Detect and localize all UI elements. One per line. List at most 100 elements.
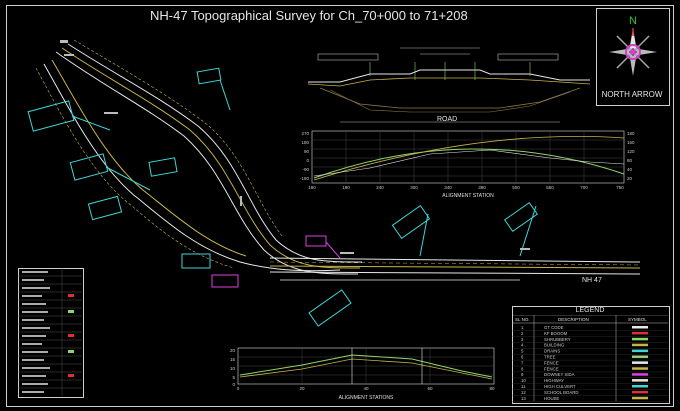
north-arrow-icon: N <box>609 15 657 76</box>
legend-row-number: 11 <box>521 384 526 389</box>
p2-xtick: 20 <box>299 386 305 391</box>
road-label-nh47: NH 47 <box>582 277 602 284</box>
north-arrow-box <box>596 8 670 106</box>
legend-header-desc: DESCRIPTION <box>558 317 589 322</box>
north-arrow-label: NORTH ARROW <box>601 90 663 99</box>
legend-row-number: 8 <box>521 366 524 371</box>
north-letter: N <box>629 15 637 27</box>
p2-ytick: 0 <box>232 382 235 387</box>
legend-header-no: SL NO. <box>515 317 530 322</box>
legend-row-number: 12 <box>521 390 526 395</box>
road-northwest-branch <box>55 39 363 275</box>
symbol-index-rows <box>18 268 82 396</box>
legend-row-symbol <box>632 337 648 341</box>
legend-row-number: 6 <box>521 355 524 360</box>
p1-ytick-left: -90 <box>302 167 309 172</box>
legend-row-symbol <box>632 385 648 388</box>
legend-row-description: DRAINS <box>544 349 560 354</box>
legend-row-symbol <box>632 373 648 376</box>
legend-row-description: FENCE <box>544 366 559 371</box>
legend-row-number: 1 <box>521 325 524 330</box>
p2-ytick: 10 <box>230 366 236 371</box>
profile-chart-2: 20 15 10 5 0 0 20 40 60 80 ALIGNMENT STA… <box>230 347 495 401</box>
legend-row-description: SCHOOL BOARD <box>544 390 578 395</box>
cross-section-road-label: ROAD <box>437 116 458 123</box>
p2-xtick: 80 <box>489 386 495 391</box>
p1-xtick: 750 <box>616 185 624 190</box>
p1-ytick-right: 160 <box>627 140 635 145</box>
legend-row-symbol <box>632 326 648 329</box>
p2-xtick: 0 <box>237 386 240 391</box>
p2-ytick: 5 <box>232 375 235 380</box>
legend-title: LEGEND <box>575 307 605 314</box>
legend-row-symbol <box>632 361 648 364</box>
legend-row-number: 7 <box>521 360 524 365</box>
p2-xlabel: ALIGNMENT STATIONS <box>339 395 394 401</box>
legend-row-description: GT CODE <box>544 325 564 330</box>
magenta-labels <box>211 235 341 288</box>
legend-row-symbol <box>632 355 648 358</box>
symbol-index-table <box>18 268 84 398</box>
legend-row-description: KF BOOOM <box>544 331 568 336</box>
annotation-callouts <box>27 67 538 327</box>
p1-xtick: 550 <box>546 185 554 190</box>
p1-ytick-right: 40 <box>627 167 633 172</box>
legend-row-symbol <box>632 390 648 394</box>
legend-row-description: SHRUBBERY <box>544 337 571 342</box>
legend-header-symbol: SYMBOL <box>628 317 647 322</box>
legend-row-description: HIGH CULVERT <box>544 384 576 389</box>
p1-ytick-left: -180 <box>300 176 310 181</box>
legend-row-description: HIGHWAY <box>544 378 564 383</box>
p1-xtick: 180 <box>308 185 316 190</box>
drawing-title: NH-47 Topographical Survey for Ch_70+000… <box>150 8 468 23</box>
p2-ytick: 20 <box>230 348 236 353</box>
drawing-border <box>6 5 674 407</box>
legend-row-number: 4 <box>521 343 524 348</box>
p2-xtick: 60 <box>427 386 433 391</box>
legend-box <box>512 306 670 404</box>
legend-row-symbol <box>632 379 648 382</box>
p1-xtick: 300 <box>410 185 418 190</box>
legend-row-number: 9 <box>521 372 524 377</box>
legend-row-symbol <box>632 367 648 370</box>
legend-row-symbol <box>632 343 648 347</box>
road-cross-section <box>307 47 591 123</box>
legend-row-number: 10 <box>521 378 526 383</box>
p1-ytick-right: 180 <box>627 131 635 136</box>
p1-ytick-right: 120 <box>627 149 635 154</box>
road-west-branch <box>35 59 341 272</box>
legend-row-symbol <box>632 396 648 400</box>
legend-row-description: FENCE <box>544 360 559 365</box>
p2-ytick: 15 <box>230 357 236 362</box>
legend-row-number: 13 <box>521 396 526 401</box>
p1-ytick-left: 180 <box>301 140 309 145</box>
legend-row-description: HOUSE <box>544 396 559 401</box>
road-nh47-main <box>269 257 641 281</box>
road-station-marks <box>60 40 530 254</box>
legend-row-number: 2 <box>521 331 524 336</box>
p1-ytick-left: 0 <box>306 158 309 163</box>
p2-xtick: 40 <box>363 386 369 391</box>
legend-row-description: DOWNEY SIDA <box>544 372 575 377</box>
legend-row-number: 3 <box>521 337 524 342</box>
p1-xtick: 390 <box>478 185 486 190</box>
p1-xtick: 340 <box>444 185 452 190</box>
p1-xtick: 500 <box>512 185 520 190</box>
profile-chart-1: 270 180 90 0 -90 -180 180 160 120 80 40 … <box>300 130 635 199</box>
p1-xtick: 240 <box>376 185 384 190</box>
legend-row-number: 5 <box>521 349 524 354</box>
p1-ytick-left: 90 <box>304 149 310 154</box>
legend-row-symbol <box>632 349 648 353</box>
p1-ytick-right: 20 <box>627 176 633 181</box>
legend-row-symbol <box>632 331 648 335</box>
p1-xtick: 190 <box>342 185 350 190</box>
p1-xtick: 700 <box>580 185 588 190</box>
legend-row-description: BUILDING <box>544 343 565 348</box>
legend-row-description: TREE <box>544 355 556 360</box>
p1-xlabel: ALIGNMENT STATION <box>442 193 494 199</box>
p1-ytick-left: 270 <box>301 131 309 136</box>
legend-table: SL NO. DESCRIPTION SYMBOL 1 GT CODE 2 KF BO… <box>512 315 668 402</box>
p1-ytick-right: 80 <box>627 158 633 163</box>
